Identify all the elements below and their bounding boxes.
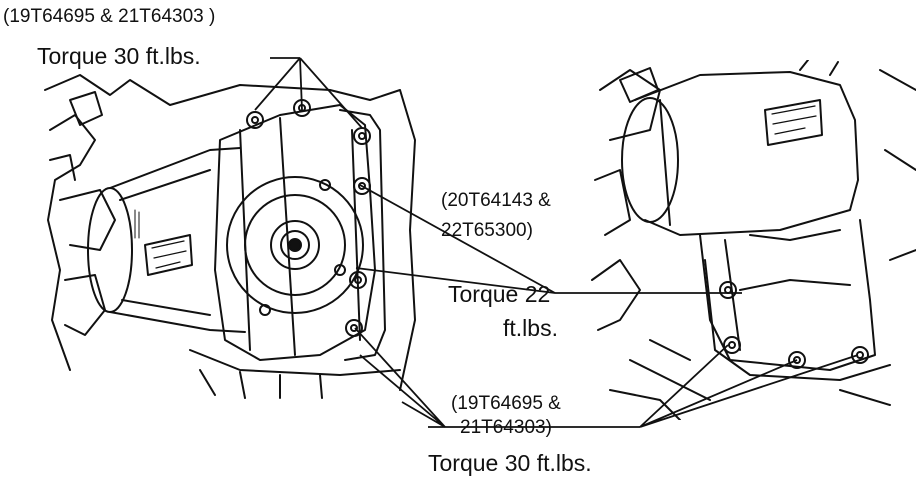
left-gearbox-illustration bbox=[44, 74, 416, 399]
torque22-leader-left bbox=[359, 184, 556, 294]
bottom-part-numbers-line2: 21T64303) bbox=[460, 417, 552, 438]
torque22-spec-line1: Torque 22 bbox=[448, 281, 551, 307]
bottom-torque-spec: Torque 30 ft.lbs. bbox=[428, 450, 592, 476]
top-leader-line bbox=[254, 57, 363, 129]
bottom-leader-left bbox=[354, 327, 446, 428]
torque22-spec-line2: ft.lbs. bbox=[503, 315, 558, 341]
mid-part-numbers-line2: 22T65300) bbox=[441, 220, 533, 241]
bottom-leader-right bbox=[639, 344, 859, 428]
bottom-part-numbers-line1: (19T64695 & bbox=[451, 393, 561, 414]
top-part-numbers: (19T64695 & 21T64303 ) bbox=[3, 6, 216, 27]
torque22-leader-left2 bbox=[355, 267, 556, 294]
top-torque-spec: Torque 30 ft.lbs. bbox=[37, 43, 201, 69]
right-gearbox-illustration bbox=[591, 60, 916, 420]
mid-part-numbers-line1: (20T64143 & bbox=[441, 190, 551, 211]
